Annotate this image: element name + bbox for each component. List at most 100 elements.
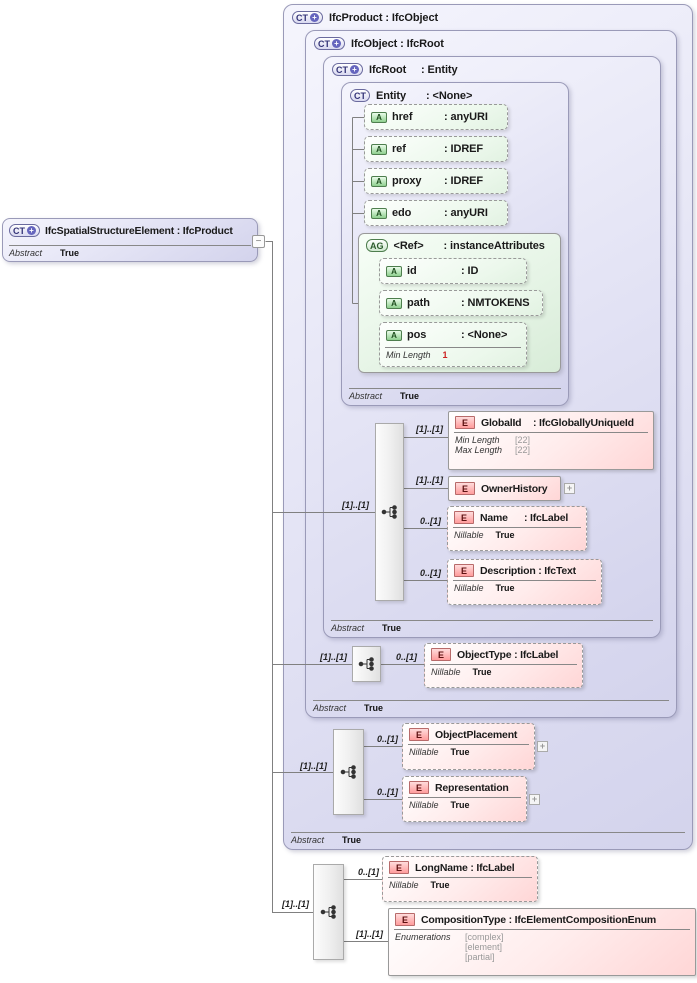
attribute-name: path	[407, 297, 430, 309]
attribute-box-edo[interactable]: A edo: anyURI	[364, 200, 508, 226]
sequence-box-ifcroot[interactable]	[375, 423, 404, 601]
enum-value: [element]	[465, 942, 503, 952]
element-type: : IfcText	[538, 564, 576, 577]
complextype-base: : <None>	[426, 89, 473, 102]
cardinality-label: [1]..[1]	[300, 761, 327, 771]
element-icon: E	[395, 913, 415, 926]
facet-row: Min Length [22]	[455, 435, 531, 445]
element-type: : IfcLabel	[514, 648, 559, 661]
abstract-row: Abstract True	[313, 700, 669, 713]
attribute-type: : anyURI	[444, 111, 488, 123]
complextype-icon: CT+	[292, 11, 323, 24]
cardinality-label: [1]..[1]	[342, 500, 369, 510]
attributegroup-name: <Ref>	[393, 239, 424, 252]
facet-row: Nillable True	[454, 583, 515, 593]
element-box-objectplacement[interactable]: E ObjectPlacement Nillable True	[402, 723, 535, 770]
element-box-globalid[interactable]: E GlobalId : IfcGloballyUniqueId Min Leng…	[448, 411, 654, 470]
sequence-icon	[320, 905, 336, 919]
attribute-box-proxy[interactable]: A proxy : IDREF	[364, 168, 508, 194]
attribute-name: proxy	[392, 175, 422, 187]
element-box-ownerhistory[interactable]: E OwnerHistory	[448, 476, 561, 501]
sequence-icon	[381, 505, 397, 519]
attribute-name: pos	[407, 329, 427, 341]
attribute-icon: A	[386, 297, 402, 309]
derived-plus-icon: +	[27, 226, 36, 235]
derived-plus-icon: +	[350, 65, 359, 74]
attribute-type: : IDREF	[444, 143, 484, 155]
element-type: : IfcElementCompositionEnum	[508, 913, 657, 926]
cardinality-label: [1]..[1]	[320, 652, 347, 662]
complextype-header-ifcobject: CT+ IfcObject : IfcRoot	[314, 37, 444, 50]
complextype-title: Entity	[376, 89, 406, 102]
sequence-box-ifcproduct[interactable]	[333, 729, 364, 815]
attribute-box-href[interactable]: A href: anyURI	[364, 104, 508, 130]
element-box-representation[interactable]: E Representation Nillable True	[402, 776, 527, 822]
attribute-icon: A	[371, 175, 387, 187]
complextype-box-ifcspatialstructureelement[interactable]: CT+ IfcSpatialStructureElement : IfcProd…	[2, 218, 258, 262]
element-box-longname[interactable]: E LongName : IfcLabel Nillable True	[382, 856, 538, 902]
element-box-objecttype[interactable]: E ObjectType : IfcLabel Nillable True	[424, 643, 583, 688]
expand-toggle[interactable]: +	[564, 483, 575, 494]
cardinality-label: 0..[1]	[377, 787, 399, 797]
element-box-compositiontype[interactable]: E CompositionType : IfcElementCompositio…	[388, 908, 696, 976]
element-name: Representation	[435, 781, 509, 794]
cardinality-label: [1]..[1]	[356, 929, 383, 939]
attribute-icon: A	[371, 143, 387, 155]
attribute-box-ref[interactable]: A ref: IDREF	[364, 136, 508, 162]
collapse-toggle[interactable]: −	[252, 235, 265, 248]
facet-row: Nillable True	[431, 667, 492, 677]
divider	[385, 347, 521, 348]
sequence-box-ifcobject[interactable]	[352, 646, 381, 682]
facet-row: Nillable True	[409, 747, 470, 757]
element-name: ObjectPlacement	[435, 728, 518, 741]
complextype-title: IfcObject : IfcRoot	[351, 37, 444, 50]
element-box-name[interactable]: E Name: IfcLabel Nillable True	[447, 506, 587, 551]
attributegroup-icon: AG	[366, 239, 388, 252]
attribute-box-id[interactable]: A id: ID	[379, 258, 527, 284]
abstract-row: Abstract True	[291, 832, 685, 845]
abstract-row: Abstract True	[349, 388, 561, 401]
complextype-title: IfcSpatialStructureElement : IfcProduct	[45, 224, 233, 237]
element-icon: E	[454, 564, 474, 577]
complextype-header-entity: CT Entity: <None>	[350, 89, 472, 102]
element-icon: E	[454, 511, 474, 524]
element-name: Description	[480, 564, 536, 577]
cardinality-label: 0..[1]	[377, 734, 399, 744]
divider	[408, 797, 521, 798]
element-icon: E	[409, 728, 429, 741]
cardinality-label: [1]..[1]	[416, 424, 443, 434]
element-icon: E	[389, 861, 409, 874]
enumerations-row: Enumerations [complex] [element] [partia…	[395, 932, 504, 962]
attribute-type: : NMTOKENS	[461, 297, 530, 309]
attribute-type: : IDREF	[444, 175, 484, 187]
attribute-icon: A	[371, 207, 387, 219]
complextype-title: IfcRoot	[369, 63, 407, 76]
element-name: OwnerHistory	[481, 482, 548, 495]
element-name: GlobalId	[481, 416, 522, 429]
divider	[394, 929, 690, 930]
sequence-icon	[340, 765, 356, 779]
element-icon: E	[409, 781, 429, 794]
attribute-type: : <None>	[461, 329, 508, 341]
element-icon: E	[455, 416, 475, 429]
element-icon: E	[431, 648, 451, 661]
sequence-box-spatial[interactable]	[313, 864, 344, 960]
complextype-icon: CT+	[9, 224, 40, 237]
expand-toggle[interactable]: +	[537, 741, 548, 752]
abstract-row: Abstract True	[9, 245, 251, 258]
element-icon: E	[455, 482, 475, 495]
complextype-header-ifcproduct: CT+ IfcProduct : IfcObject	[292, 11, 438, 24]
element-name: ObjectType	[457, 648, 512, 661]
cardinality-label: [1]..[1]	[416, 475, 443, 485]
element-name: LongName	[415, 861, 468, 874]
attribute-type: : anyURI	[444, 207, 488, 219]
sequence-icon	[358, 657, 374, 671]
attribute-box-pos[interactable]: A pos: <None> Min Length 1	[379, 322, 527, 367]
element-box-description[interactable]: E Description : IfcText Nillable True	[447, 559, 602, 605]
element-type: : IfcGloballyUniqueId	[533, 416, 634, 429]
attribute-icon: A	[386, 265, 402, 277]
attribute-box-path[interactable]: A path : NMTOKENS	[379, 290, 543, 316]
expand-toggle[interactable]: +	[529, 794, 540, 805]
divider	[430, 664, 577, 665]
